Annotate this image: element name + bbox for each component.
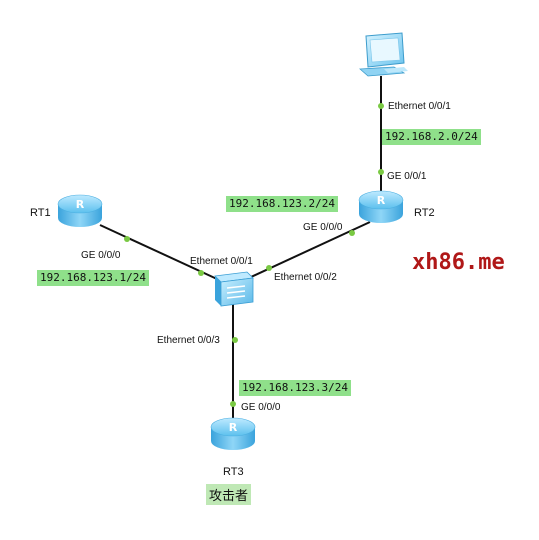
ip-label-rt2: 192.168.123.2/24 bbox=[226, 196, 338, 212]
port-dot-rt1-ge000 bbox=[124, 236, 130, 242]
switch-icon[interactable] bbox=[214, 271, 254, 307]
port-dot-sw-e003 bbox=[232, 337, 238, 343]
port-dot-rt2-ge001 bbox=[378, 169, 384, 175]
watermark-text: xh86.me bbox=[412, 250, 505, 275]
ip-label-pc-net: 192.168.2.0/24 bbox=[382, 129, 481, 145]
role-label-attacker: 攻击者 bbox=[206, 484, 252, 505]
port-label-rt1-ge000: GE 0/0/0 bbox=[81, 250, 121, 261]
router-rt2-icon[interactable]: R bbox=[358, 190, 404, 223]
port-label-pc-e001: Ethernet 0/0/1 bbox=[388, 101, 451, 112]
port-dot-rt3-ge000 bbox=[230, 401, 236, 407]
ip-label-rt1: 192.168.123.1/24 bbox=[37, 270, 149, 286]
port-dot-pc bbox=[378, 103, 384, 109]
port-label-sw-e002: Ethernet 0/0/2 bbox=[274, 272, 337, 283]
device-name-rt2: RT2 bbox=[414, 207, 435, 219]
router-rt3-icon[interactable]: R bbox=[210, 417, 256, 450]
pc-icon[interactable] bbox=[359, 32, 408, 77]
port-label-sw-e003: Ethernet 0/0/3 bbox=[157, 335, 220, 346]
port-dot-sw-e001 bbox=[198, 270, 204, 276]
port-label-rt3-ge000: GE 0/0/0 bbox=[241, 402, 281, 413]
port-label-sw-e001: Ethernet 0/0/1 bbox=[190, 256, 253, 267]
link-rt2-switch bbox=[237, 221, 371, 284]
port-dot-sw-e002 bbox=[266, 265, 272, 271]
port-dots bbox=[124, 103, 384, 407]
svg-text:R: R bbox=[229, 421, 238, 434]
device-name-rt3: RT3 bbox=[223, 466, 244, 478]
svg-text:R: R bbox=[76, 198, 85, 211]
device-name-rt1: RT1 bbox=[30, 207, 51, 219]
svg-text:R: R bbox=[377, 194, 386, 207]
links bbox=[99, 76, 382, 420]
ip-label-rt3: 192.168.123.3/24 bbox=[239, 380, 351, 396]
port-dot-rt2-ge000 bbox=[349, 230, 355, 236]
port-label-rt2-ge001: GE 0/0/1 bbox=[387, 171, 427, 182]
router-rt1-icon[interactable]: R bbox=[57, 194, 103, 227]
port-label-rt2-ge000: GE 0/0/0 bbox=[303, 222, 343, 233]
link-rt1-switch bbox=[99, 224, 231, 286]
